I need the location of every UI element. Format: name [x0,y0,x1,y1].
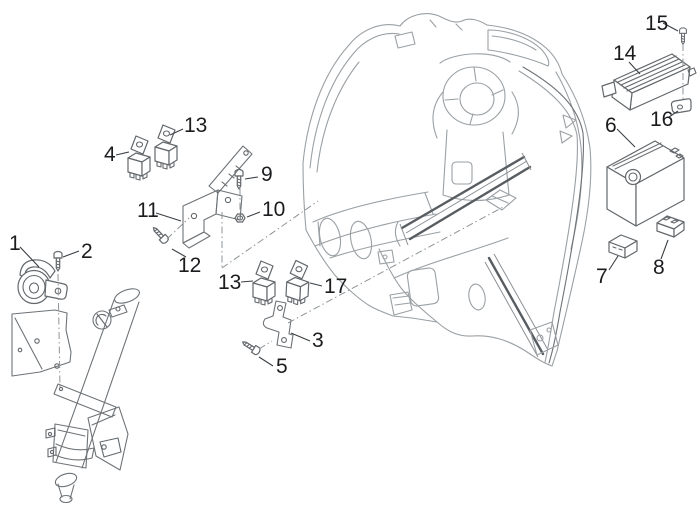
relay-part-13-mid [252,260,276,306]
screw-part-2 [53,250,63,272]
callout-13-mid-number[interactable]: 13 [218,271,241,294]
callout-5[interactable]: 5 [258,355,288,378]
floor-tunnel [312,191,509,323]
callout-6-number[interactable]: 6 [605,114,617,137]
bracket-part-11 [182,145,253,249]
tank-ring [432,53,519,139]
callout-15[interactable]: 15 [645,12,679,35]
column-bottom [54,472,78,504]
frame-openings [318,217,486,311]
callout-13-top[interactable]: 13 [169,114,207,137]
callout-11-number[interactable]: 11 [137,199,159,222]
fuse-part-8 [656,215,685,238]
callout-13-top-number[interactable]: 13 [184,114,207,137]
callout-5-number[interactable]: 5 [276,355,288,378]
screw-part-15 [679,27,687,45]
callout-14-number[interactable]: 14 [613,42,637,65]
callout-2-number[interactable]: 2 [81,240,93,263]
column-ring [92,304,128,330]
clip-part-16 [670,98,692,114]
callout-4[interactable]: 4 [104,143,130,166]
callout-15-number[interactable]: 15 [645,12,668,35]
callout-10-number[interactable]: 10 [262,198,285,221]
callout-12[interactable]: 12 [171,248,201,277]
fork-link-plate [87,406,129,471]
center-pillar [442,129,510,201]
callout-7-number[interactable]: 7 [596,265,608,288]
callout-8[interactable]: 8 [653,239,669,279]
callout-12-number[interactable]: 12 [178,254,201,277]
horn-part [17,259,68,305]
lower-clamp [45,423,95,469]
callout-2[interactable]: 2 [62,240,93,263]
screw-part-12 [149,224,171,246]
relay-part-17 [284,259,311,306]
cover-part-14 [601,53,697,111]
column-strut [53,383,117,418]
steering-column-assembly [45,288,140,504]
callout-3[interactable]: 3 [290,329,324,352]
callout-8-number[interactable]: 8 [653,256,665,279]
callout-11[interactable]: 11 [137,199,182,222]
callout-6[interactable]: 6 [605,114,636,148]
frame-rails [394,152,532,247]
callout-13-mid[interactable]: 13 [218,271,254,294]
callout-16[interactable]: 16 [650,108,679,131]
callout-1[interactable]: 1 [9,232,40,268]
battery-part-6 [606,140,685,227]
callout-14[interactable]: 14 [613,42,641,75]
relay-part-13-top [154,124,178,170]
callout-9[interactable]: 9 [244,163,273,186]
seat-hump [487,29,550,67]
fuse-part-7 [608,234,638,259]
assembly-center-lines [57,44,684,389]
callout-1-number[interactable]: 1 [9,232,21,255]
frame-mounting-feet [377,189,559,356]
callout-17-number[interactable]: 17 [324,275,347,298]
horn-mounting-plate [11,309,72,377]
callout-10[interactable]: 10 [246,198,285,221]
callout-7[interactable]: 7 [596,255,619,288]
screw-part-5 [239,337,262,357]
frame-top-tabs [394,19,577,144]
bracket-part-3 [262,300,294,349]
callout-4-number[interactable]: 4 [104,143,116,166]
relay-part-4 [127,135,151,181]
callout-17[interactable]: 17 [309,275,347,298]
rear-spar-rails [484,253,549,358]
callout-16-number[interactable]: 16 [650,108,673,131]
frame-body-panel [302,13,592,367]
callout-3-number[interactable]: 3 [312,329,324,352]
callout-9-number[interactable]: 9 [261,163,273,186]
